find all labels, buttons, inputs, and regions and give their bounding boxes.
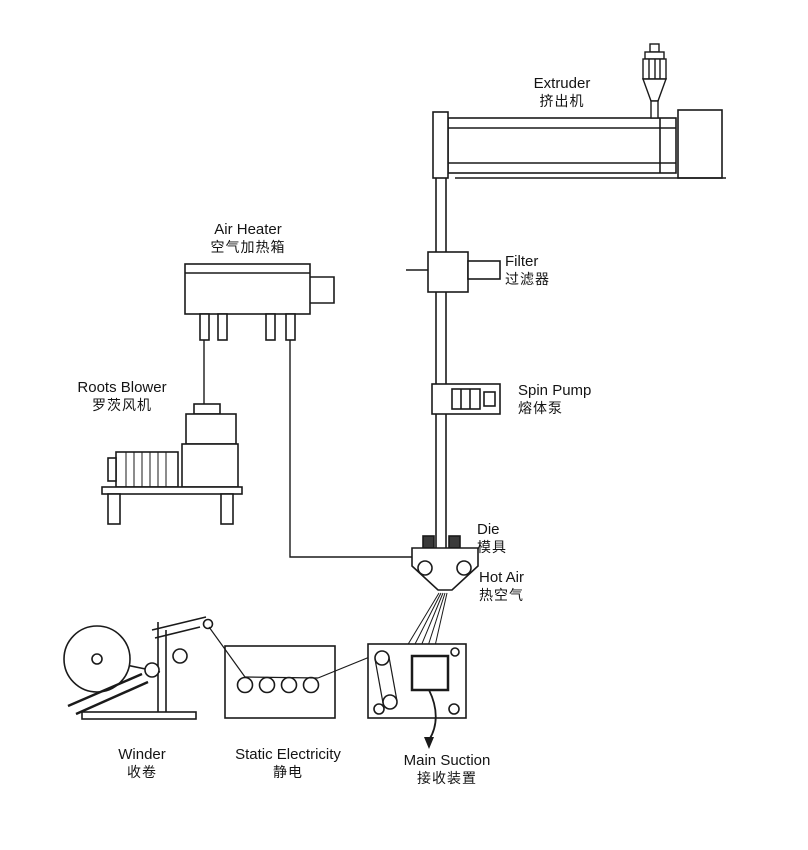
label-filter-en: Filter bbox=[505, 253, 539, 270]
label-static-electricity-zh: 静电 bbox=[273, 764, 303, 781]
spin-pump-shape bbox=[431, 383, 501, 415]
hot-air-duct bbox=[203, 340, 412, 558]
web-path bbox=[208, 626, 378, 679]
static-electricity-shape bbox=[224, 645, 336, 719]
label-filter-zh: 过滤器 bbox=[505, 271, 550, 288]
label-roots-blower-zh: 罗茨风机 bbox=[92, 397, 152, 414]
label-die-zh: 模具 bbox=[477, 539, 507, 556]
label-air-heater-en: Air Heater bbox=[214, 221, 282, 238]
label-winder-zh: 收卷 bbox=[127, 764, 157, 781]
main-suction-shape bbox=[367, 643, 467, 749]
label-hot-air-zh: 热空气 bbox=[479, 587, 524, 604]
extruder-shape bbox=[432, 109, 726, 179]
die-shape bbox=[411, 535, 479, 591]
label-extruder: Extruder 挤出机 bbox=[492, 74, 632, 111]
label-extruder-en: Extruder bbox=[533, 75, 591, 92]
filter-shape bbox=[406, 251, 501, 293]
label-hot-air-en: Hot Air bbox=[479, 569, 525, 586]
label-spin-pump-en: Spin Pump bbox=[518, 382, 592, 399]
melt-pipe bbox=[435, 178, 447, 548]
roots-blower-shape bbox=[101, 403, 243, 525]
label-roots-blower: Roots Blower 罗茨风机 bbox=[52, 378, 192, 415]
label-main-suction-zh: 接收装置 bbox=[417, 770, 477, 787]
label-filter: Filter 过滤器 bbox=[505, 252, 615, 289]
label-static-electricity: Static Electricity 静电 bbox=[208, 745, 368, 782]
label-extruder-zh: 挤出机 bbox=[539, 93, 585, 110]
label-spin-pump: Spin Pump 熔体泵 bbox=[518, 381, 638, 418]
winder-shape bbox=[63, 616, 214, 720]
label-hot-air: Hot Air 热空气 bbox=[479, 568, 574, 605]
label-spin-pump-zh: 熔体泵 bbox=[518, 400, 563, 417]
label-winder-en: Winder bbox=[118, 746, 166, 763]
label-winder: Winder 收卷 bbox=[82, 745, 202, 782]
hopper-icon bbox=[642, 43, 667, 119]
label-air-heater: Air Heater 空气加热箱 bbox=[178, 220, 318, 257]
label-die: Die 模具 bbox=[477, 520, 557, 557]
label-main-suction: Main Suction 接收装置 bbox=[376, 751, 518, 788]
label-air-heater-zh: 空气加热箱 bbox=[210, 239, 286, 256]
label-main-suction-en: Main Suction bbox=[403, 752, 491, 769]
air-heater-shape bbox=[184, 263, 335, 341]
label-die-en: Die bbox=[477, 521, 500, 538]
label-static-electricity-en: Static Electricity bbox=[235, 746, 341, 763]
label-roots-blower-en: Roots Blower bbox=[77, 379, 167, 396]
fiber-stream bbox=[406, 592, 448, 647]
